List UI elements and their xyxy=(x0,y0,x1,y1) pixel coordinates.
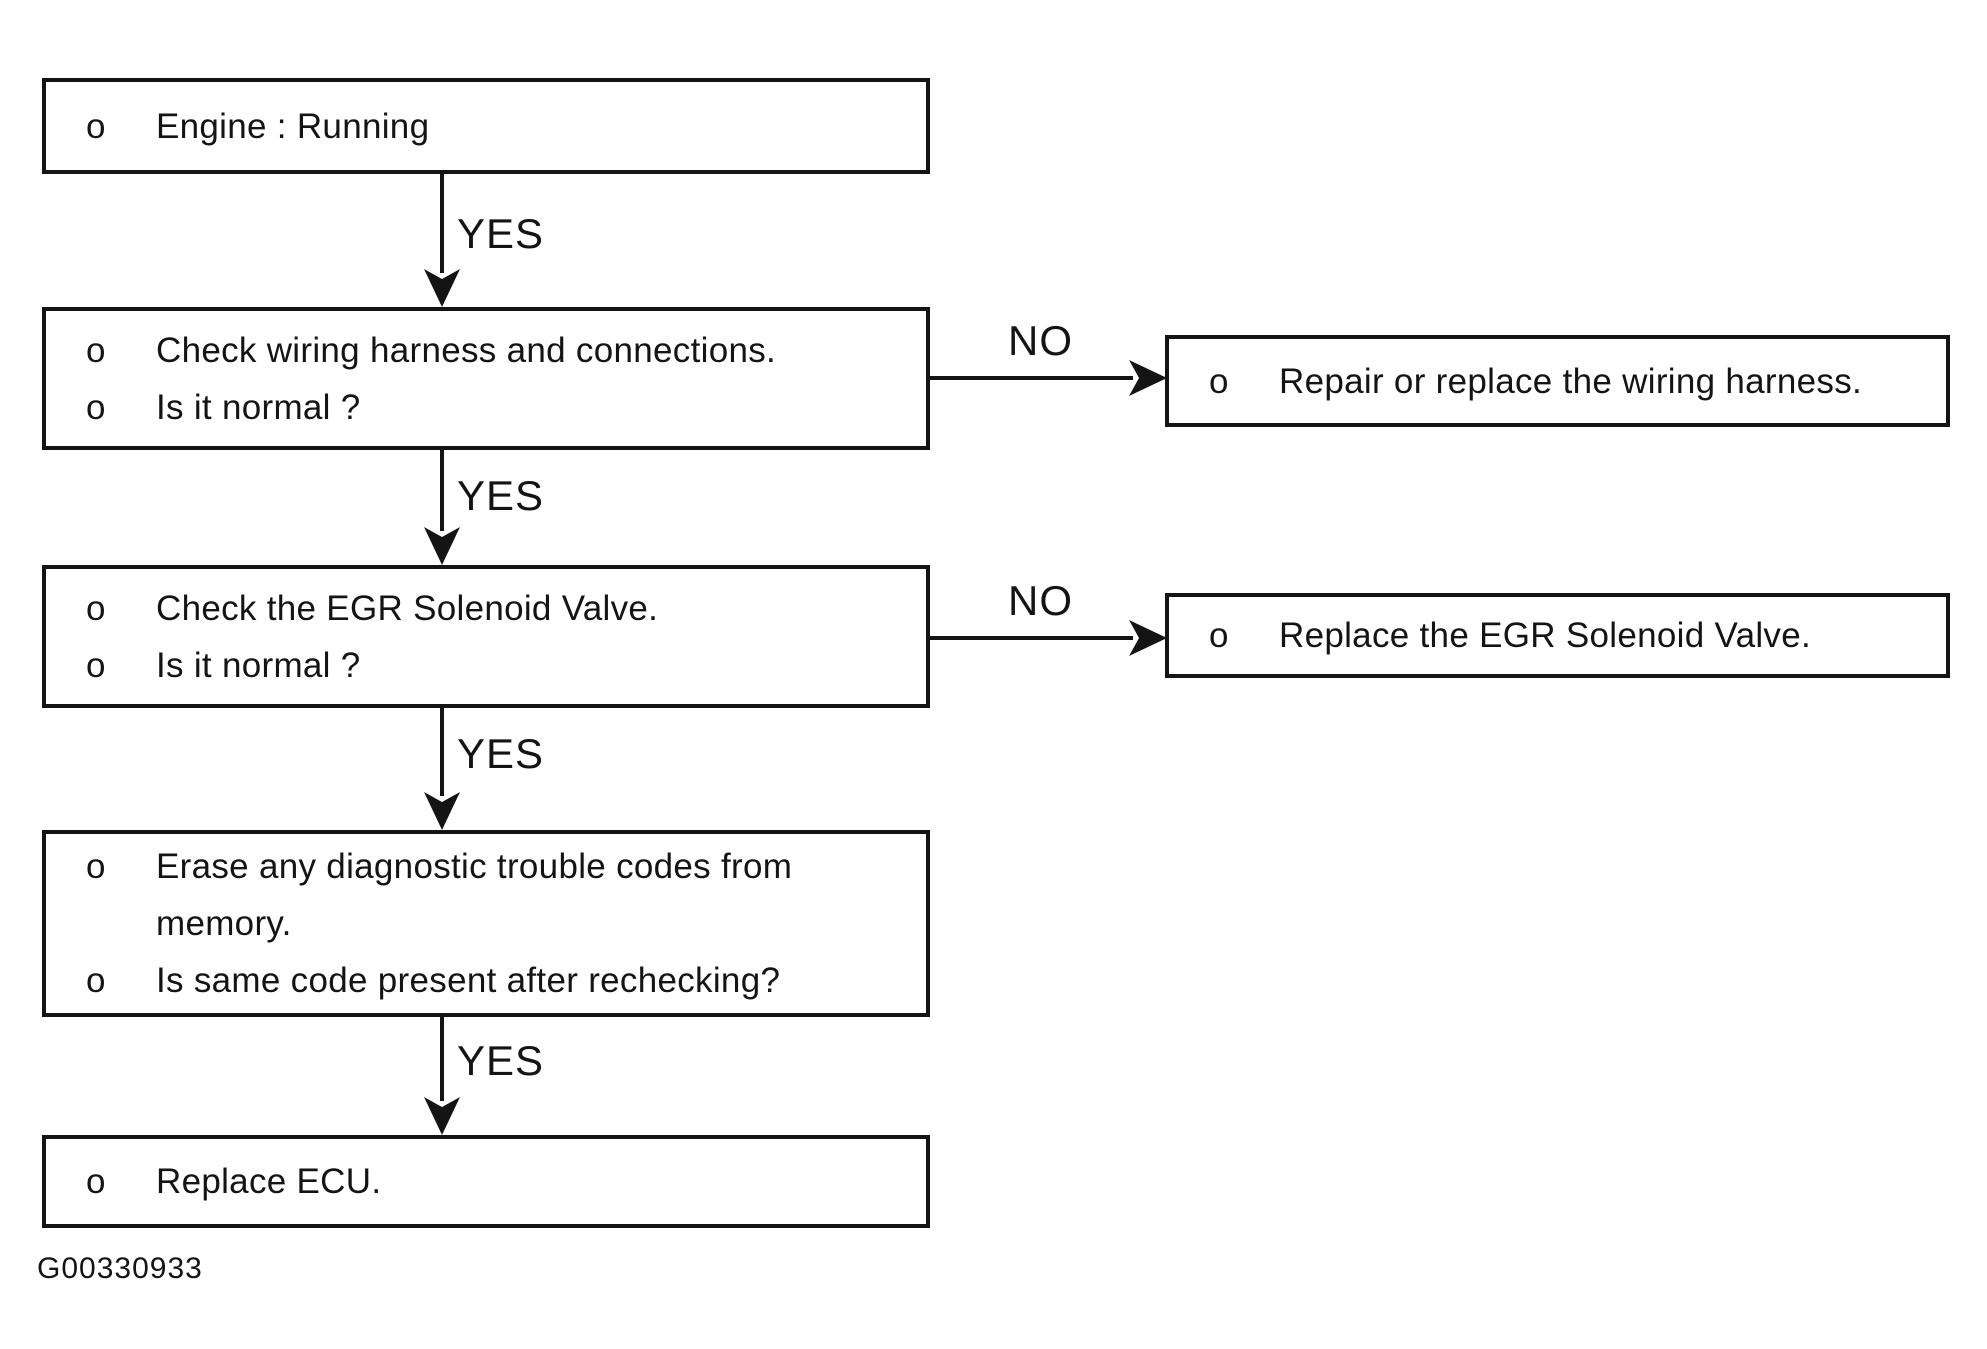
step-check-egr-box: o Check the EGR Solenoid Valve. o Is it … xyxy=(42,565,930,708)
yes-label-4: YES xyxy=(457,1037,545,1084)
step-text: Check the EGR Solenoid Valve. xyxy=(156,588,659,628)
step-line: o Is it normal ? xyxy=(86,379,926,436)
step-text: Repair or replace the wiring harness. xyxy=(1279,361,1863,401)
step-text: Erase any diagnostic trouble codes from … xyxy=(156,847,793,943)
step-text: Is it normal ? xyxy=(156,387,361,427)
yes-arrow-2 xyxy=(424,450,460,565)
bullet-marker: o xyxy=(1209,361,1229,401)
bullet-marker: o xyxy=(86,645,106,685)
step-text: Is it normal ? xyxy=(156,645,361,685)
yes-label-2: YES xyxy=(457,472,545,519)
step-line: o Repair or replace the wiring harness. xyxy=(1209,353,1946,410)
step-text: Replace the EGR Solenoid Valve. xyxy=(1279,616,1812,655)
bullet-marker: o xyxy=(86,330,106,370)
bullet-marker: o xyxy=(86,106,106,146)
outcome-repair-wiring-box: o Repair or replace the wiring harness. xyxy=(1165,335,1950,427)
no-arrow-1 xyxy=(930,360,1167,396)
step-line: o Replace the EGR Solenoid Valve. xyxy=(1209,607,1946,664)
yes-arrow-4 xyxy=(424,1017,460,1135)
yes-arrow-1 xyxy=(424,172,460,307)
step-replace-ecu-box: o Replace ECU. xyxy=(42,1135,930,1228)
figure-id-text: G00330933 xyxy=(37,1252,203,1285)
bullet-marker: o xyxy=(1209,616,1229,655)
step-text: Engine : Running xyxy=(156,106,430,146)
step-line: o Is it normal ? xyxy=(86,637,926,694)
yes-arrow-3 xyxy=(424,708,460,830)
no-label-2: NO xyxy=(1008,577,1073,624)
no-arrow-2 xyxy=(930,620,1167,656)
bullet-marker: o xyxy=(86,387,106,427)
step-line: o Erase any diagnostic trouble codes fro… xyxy=(86,838,926,952)
yes-label-1: YES xyxy=(457,210,545,257)
bullet-marker: o xyxy=(86,847,106,886)
step-text: Check wiring harness and connections. xyxy=(156,330,777,370)
step-line: o Is same code present after rechecking? xyxy=(86,952,926,1009)
outcome-replace-egr-box: o Replace the EGR Solenoid Valve. xyxy=(1165,593,1950,678)
step-line: o Check the EGR Solenoid Valve. xyxy=(86,580,926,637)
step-check-wiring-box: o Check wiring harness and connections. … xyxy=(42,307,930,450)
step-text: Is same code present after rechecking? xyxy=(156,961,781,1000)
step-line: o Check wiring harness and connections. xyxy=(86,322,926,379)
bullet-marker: o xyxy=(86,588,106,628)
no-label-1: NO xyxy=(1008,317,1073,364)
step-erase-codes-box: o Erase any diagnostic trouble codes fro… xyxy=(42,830,930,1017)
bullet-marker: o xyxy=(86,961,106,1000)
bullet-marker: o xyxy=(86,1162,106,1201)
step-engine-condition-box: o Engine : Running xyxy=(42,78,930,174)
yes-label-3: YES xyxy=(457,730,545,777)
step-line: o Replace ECU. xyxy=(86,1153,926,1210)
step-line: o Engine : Running xyxy=(86,98,926,155)
step-text: Replace ECU. xyxy=(156,1162,382,1201)
